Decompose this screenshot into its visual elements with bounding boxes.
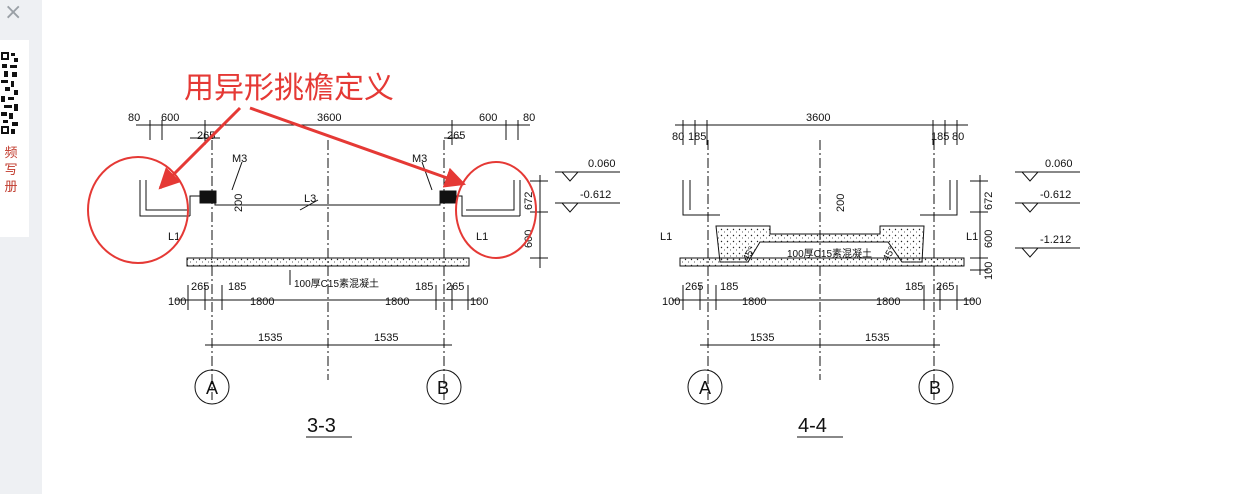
label-l1: L1 (476, 231, 488, 243)
highlight-circle-right (455, 161, 537, 259)
section-3-3 (136, 120, 620, 438)
red-annotation: 用异形挑檐定义 (87, 72, 537, 264)
axis-label: B (437, 378, 449, 398)
dim-text: 185 (688, 131, 706, 143)
dim-text: 80 (672, 131, 684, 143)
slab-note: 100厚C15素混凝土 (787, 247, 872, 260)
dim-text: 100 (470, 296, 488, 308)
dim-text: 100 (168, 296, 186, 308)
label-m3: M3 (232, 153, 247, 165)
elev-text: -0.612 (1040, 189, 1071, 201)
elev-text: -0.612 (580, 189, 611, 201)
elev-text: 0.060 (588, 158, 616, 170)
dim-text: 80 (523, 112, 535, 124)
left-panel: × 频 写 册 (0, 0, 42, 494)
label-m3: M3 (412, 153, 427, 165)
dim-text: 185 (228, 281, 246, 293)
dim-text: 600 (479, 112, 497, 124)
dim-text: 600 (983, 230, 995, 248)
label-l1: L1 (168, 231, 180, 243)
axis-label: A (206, 378, 218, 398)
axis-label: A (699, 378, 711, 398)
dim-text: 185 (905, 281, 923, 293)
annotation-text: 用异形挑檐定义 (184, 72, 394, 105)
dim-text: 80 (128, 112, 140, 124)
dim-text: 265 (447, 130, 465, 142)
section-title: 3-3 (307, 415, 336, 437)
dim-text: 185 (720, 281, 738, 293)
section-4-4 (672, 120, 1080, 438)
dim-200: 200 (233, 194, 245, 212)
promo-card[interactable]: 频 写 册 (0, 40, 29, 237)
dim-text: 1800 (385, 296, 409, 308)
dim-text: 265 (446, 281, 464, 293)
dim-text: 1800 (250, 296, 274, 308)
dim-text: 3600 (317, 112, 341, 124)
elev-text: 0.060 (1045, 158, 1073, 170)
dim-text: 672 (523, 192, 535, 210)
axis-label: B (929, 378, 941, 398)
close-icon[interactable]: × (4, 0, 23, 25)
dim-text: 265 (685, 281, 703, 293)
arrow-left (158, 106, 242, 190)
dim-text: 1800 (742, 296, 766, 308)
dim-text: 100 (662, 296, 680, 308)
section-3-3-text: 80 600 3600 600 80 265 265 M3 M3 L3 L1 L… (128, 112, 616, 437)
dim-text: 265 (936, 281, 954, 293)
label-l1: L1 (660, 231, 672, 243)
dim-text: 185 (415, 281, 433, 293)
dim-text: 100 (983, 262, 995, 280)
dim-text: 600 (161, 112, 179, 124)
highlight-circle-left (87, 156, 189, 264)
dim-200: 200 (835, 194, 847, 212)
label-l3: L3 (304, 193, 316, 205)
dim-text: 80 (952, 131, 964, 143)
dim-text: 100 (963, 296, 981, 308)
label-l1: L1 (966, 231, 978, 243)
dim-text: 1535 (865, 332, 889, 344)
promo-text: 频 写 册 (4, 145, 18, 194)
dim-text: 1535 (374, 332, 398, 344)
qr-code-icon (0, 50, 20, 136)
dim-text: 185 (931, 131, 949, 143)
elev-text: -1.212 (1040, 234, 1071, 246)
slab-note: 100厚C15素混凝土 (294, 277, 379, 290)
arrow-right (249, 106, 466, 188)
dim-text: 1800 (876, 296, 900, 308)
dim-text: 3600 (806, 112, 830, 124)
dim-text: 1535 (258, 332, 282, 344)
section-title: 4-4 (798, 415, 827, 437)
section-4-4-text: 80 185 3600 185 80 L1 L1 200 45° 45° 100… (660, 112, 1073, 437)
dim-text: 265 (191, 281, 209, 293)
dim-text: 1535 (750, 332, 774, 344)
dim-text: 672 (983, 192, 995, 210)
